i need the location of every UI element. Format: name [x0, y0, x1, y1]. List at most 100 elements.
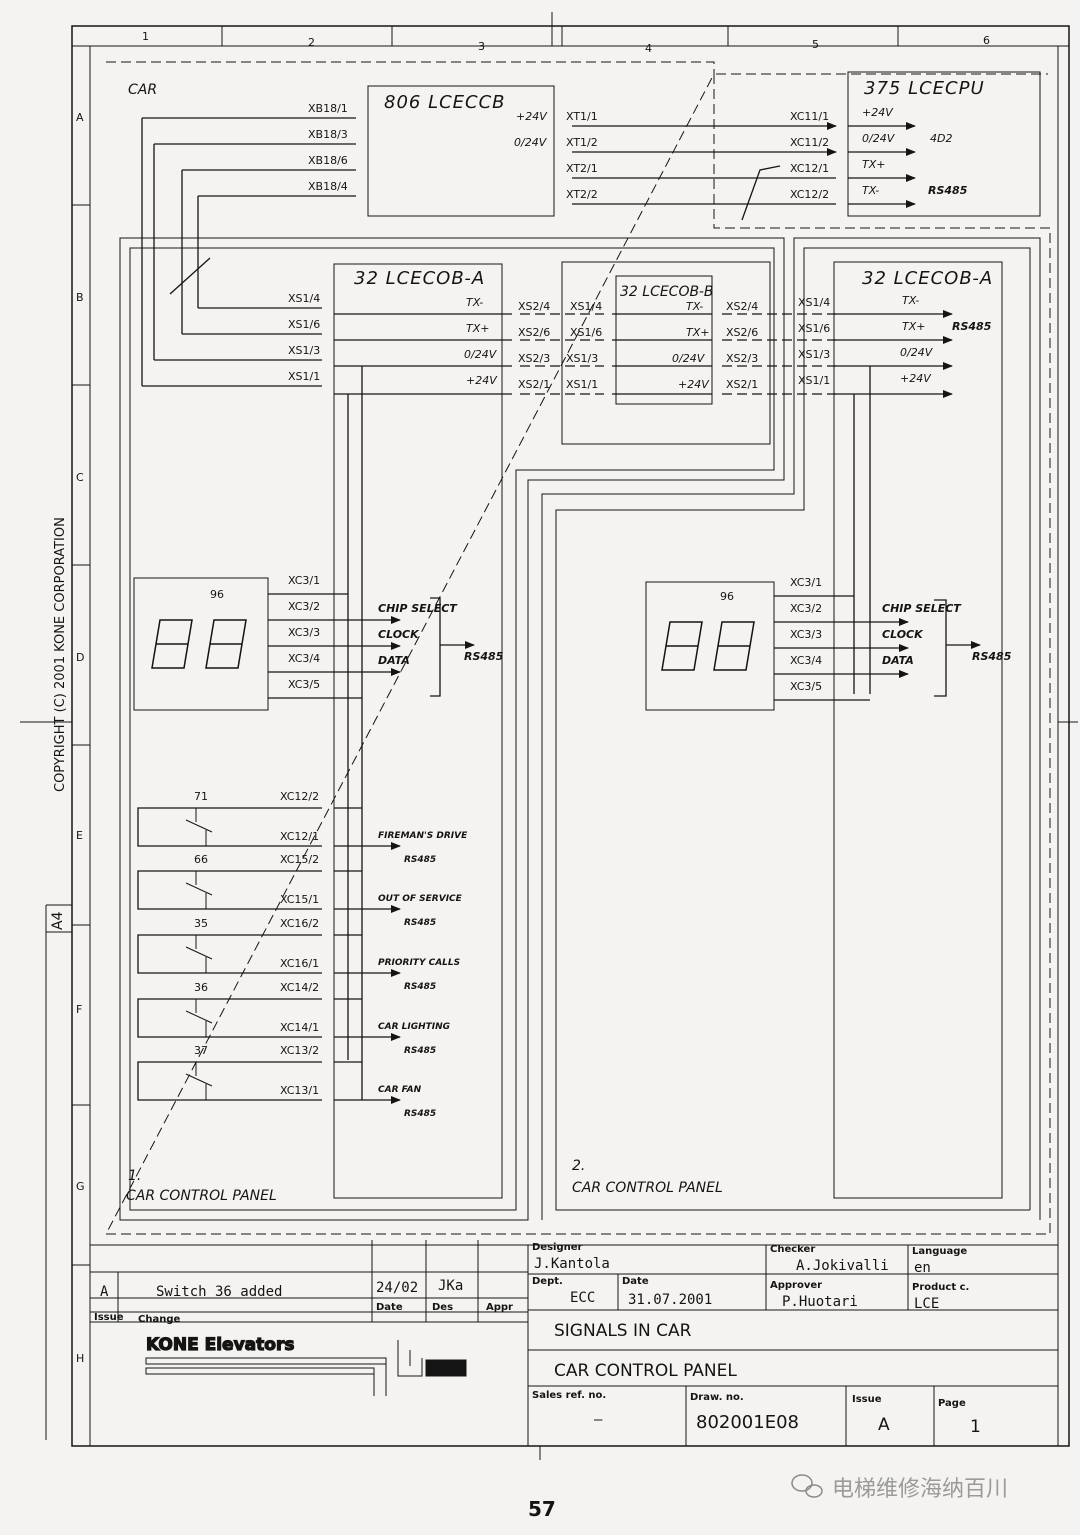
row-label: H: [76, 1352, 84, 1365]
pin-label: XC11/1: [790, 110, 829, 123]
lcecpu-block: [847, 71, 1041, 217]
pin-label: XT1/1: [566, 110, 598, 123]
tb-label: Date: [376, 1302, 403, 1313]
drawing-title-2: CAR CONTROL PANEL: [554, 1361, 737, 1381]
switch-function: PRIORITY CALLS: [378, 958, 460, 968]
pin-label: XC3/1: [790, 576, 822, 589]
pin-label: XS1/1: [798, 374, 830, 387]
bus-label: RS485: [928, 184, 968, 197]
checker: A.Jokivalli: [796, 1258, 889, 1274]
bus-label: RS485: [404, 1046, 436, 1056]
car-label: CAR: [128, 82, 157, 98]
pin-label: XC15/1: [280, 893, 319, 906]
dept: ECC: [570, 1290, 595, 1306]
pin-label: XC3/3: [790, 628, 822, 641]
display-left: [133, 577, 269, 711]
pin-label: XS1/1: [288, 370, 320, 383]
signal-label: TX-: [466, 296, 483, 309]
pin-label: XC3/2: [288, 600, 320, 613]
row-label: C: [76, 471, 84, 484]
pin-label: XS1/3: [798, 348, 830, 361]
switch-contact-icon: [185, 935, 213, 973]
signal-label: TX+: [902, 320, 925, 333]
tb-label: Draw. no.: [690, 1392, 744, 1403]
pin-label: XS2/4: [518, 300, 550, 313]
seven-segment-icon: [151, 619, 247, 669]
tb-label: Change: [138, 1314, 180, 1325]
row-label: F: [76, 1003, 82, 1016]
pin-label: XC3/4: [288, 652, 320, 665]
bus-label: RS485: [404, 855, 436, 865]
switch-id: 35: [194, 917, 208, 930]
tb-label: Product c.: [912, 1282, 969, 1293]
pin-label: XC12/1: [280, 830, 319, 843]
language: en: [914, 1260, 931, 1276]
signal-label: 0/24V: [862, 132, 896, 145]
column-label: 5: [812, 38, 819, 51]
switch-contact-icon: [185, 871, 213, 909]
pin-label: XS1/4: [798, 296, 830, 309]
switch-id: 37: [194, 1044, 208, 1057]
column-label: 4: [645, 42, 652, 55]
panel-2-outline: [541, 237, 1041, 1220]
pin-label: XS2/3: [518, 352, 550, 365]
lcecpu-title: 375 LCECPU: [864, 78, 985, 99]
pin-label: XC11/2: [790, 136, 829, 149]
panel-1-outline: [119, 237, 785, 1221]
pin-label: XT2/1: [566, 162, 598, 175]
switch-function: OUT OF SERVICE: [378, 894, 463, 904]
row-label: E: [76, 829, 83, 842]
pin-label: XT1/2: [566, 136, 598, 149]
pin-label: XC3/4: [790, 654, 822, 667]
switch-contact-icon: [185, 808, 213, 846]
display-id: 96: [720, 590, 734, 603]
issue: A: [878, 1415, 890, 1435]
signal-label: TX+: [686, 326, 709, 339]
cob-b-outer: [561, 261, 771, 445]
panel-name: CAR CONTROL PANEL: [572, 1180, 723, 1196]
pin-label: XC12/1: [790, 162, 829, 175]
pin-label: XC3/1: [288, 574, 320, 587]
tb-label: Language: [912, 1246, 967, 1257]
drawing-number: 802001E08: [696, 1412, 799, 1433]
tb-label: Sales ref. no.: [532, 1390, 606, 1401]
panel-number: 1.: [128, 1168, 141, 1184]
signal-label: DATA: [378, 654, 410, 667]
signal-label: CHIP SELECT: [882, 602, 962, 615]
inner-frame: [89, 45, 1059, 1447]
signal-label: TX+: [862, 158, 885, 171]
column-label: 1: [142, 30, 149, 43]
signal-label: +24V: [900, 372, 932, 385]
signal-label: DATA: [882, 654, 914, 667]
pin-label: XC3/5: [288, 678, 320, 691]
pin-label: XC15/2: [280, 853, 319, 866]
rev-date: 24/02: [376, 1280, 418, 1296]
bus-label: RS485: [972, 650, 1012, 663]
pin-label: XS1/1: [566, 378, 598, 391]
cob-a-left-title: 32 LCECOB-A: [354, 268, 485, 289]
pin-label: XC12/2: [790, 188, 829, 201]
signal-label: TX+: [466, 322, 489, 335]
rev-change: Switch 36 added: [156, 1284, 282, 1300]
panel-name: CAR CONTROL PANEL: [126, 1188, 277, 1204]
pin-label: XS2/1: [726, 378, 758, 391]
product: LCE: [914, 1296, 939, 1312]
paper-size: A4: [50, 911, 66, 930]
tb-label: Date: [622, 1276, 649, 1287]
pin-label: XC12/2: [280, 790, 319, 803]
seven-segment-icon: [661, 621, 755, 671]
pin-label: XS1/4: [570, 300, 602, 313]
pin-label: XC3/2: [790, 602, 822, 615]
signal-label: 0/24V: [900, 346, 934, 359]
bus-label: RS485: [404, 918, 436, 928]
switch-function: CAR LIGHTING: [378, 1022, 450, 1032]
lceccb-title: 806 LCECCB: [384, 92, 506, 113]
column-label: 3: [478, 40, 485, 53]
pin-label: XC13/2: [280, 1044, 319, 1057]
display-id: 96: [210, 588, 224, 601]
pin-label: XC14/1: [280, 1021, 319, 1034]
tb-label: Issue: [94, 1312, 124, 1323]
